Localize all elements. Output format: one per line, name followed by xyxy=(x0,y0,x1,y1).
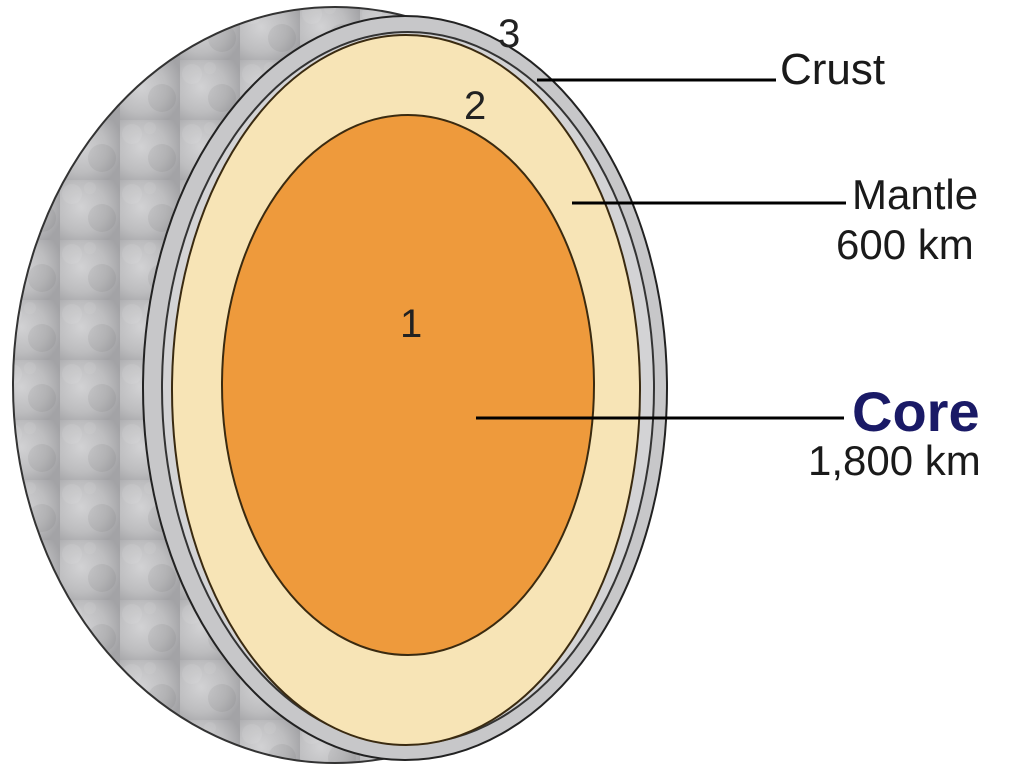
crust-number-label: 3 xyxy=(498,14,520,54)
mantle-number-label: 2 xyxy=(464,86,486,126)
core-layer xyxy=(222,115,594,655)
mantle-label: Mantle xyxy=(852,174,978,216)
core-number-label: 1 xyxy=(400,304,422,344)
core-thickness-label: 1,800 km xyxy=(808,440,981,482)
mantle-thickness-label: 600 km xyxy=(836,224,974,266)
core-label: Core xyxy=(852,384,980,440)
crust-label: Crust xyxy=(780,48,885,92)
